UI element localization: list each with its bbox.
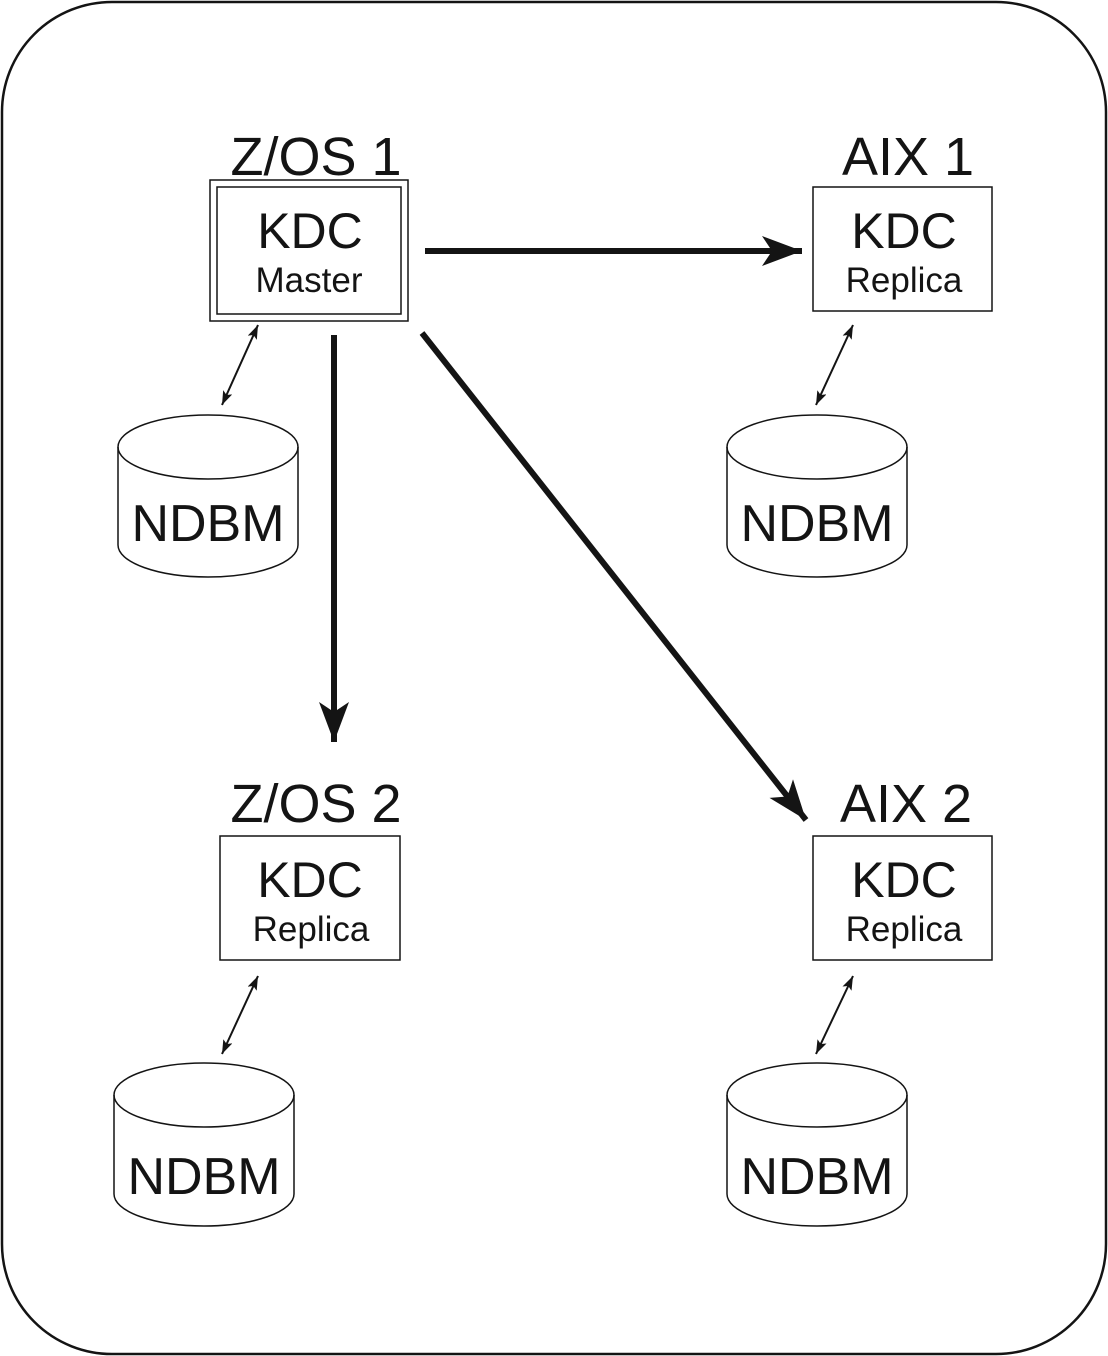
zos2-kdc-box: [219, 835, 401, 961]
zos2-role-label: Replica: [253, 910, 370, 949]
db-arrow-aix2: [815, 975, 854, 1055]
aix1-role-label: Replica: [846, 261, 963, 300]
aix2-db-label: NDBM: [740, 1148, 893, 1206]
zos1-kdc-box-inner: [216, 186, 402, 315]
aix1-kdc-box: [812, 186, 993, 312]
aix2-system-label: AIX 2: [840, 774, 972, 834]
zos2-kdc-label: KDC: [257, 852, 363, 908]
aix2-kdc-box: [812, 835, 993, 961]
zos1-kdc-label: KDC: [257, 203, 363, 259]
aix1-ndbm-cylinder-icon: NDBM: [726, 414, 908, 578]
aix2-role-label: Replica: [846, 910, 963, 949]
zos2-db-label: NDBM: [127, 1148, 280, 1206]
aix1-system-label: AIX 1: [842, 127, 974, 187]
db-arrow-aix1: [815, 324, 854, 406]
zos1-ndbm-cylinder-icon: NDBM: [117, 414, 299, 578]
zos2-system-label: Z/OS 2: [230, 774, 401, 834]
aix1-db-label: NDBM: [740, 495, 893, 553]
node-zos2: Z/OS 2 KDC Replica: [219, 774, 402, 961]
aix2-kdc-label: KDC: [851, 852, 957, 908]
aix1-kdc-label: KDC: [851, 203, 957, 259]
node-aix1: AIX 1 KDC Replica: [812, 127, 993, 312]
zos1-role-label: Master: [256, 261, 363, 300]
zos1-db-label: NDBM: [131, 495, 284, 553]
zos1-kdc-box-outer: [209, 179, 409, 322]
node-zos1: Z/OS 1 KDC Master: [209, 127, 409, 322]
arrow-zos1-to-aix2: [419, 331, 809, 822]
db-arrow-zos2: [221, 975, 259, 1055]
zos1-system-label: Z/OS 1: [230, 127, 401, 187]
db-arrow-zos1: [221, 324, 259, 406]
node-aix2: AIX 2 KDC Replica: [812, 774, 993, 961]
zos2-ndbm-cylinder-icon: NDBM: [113, 1062, 295, 1227]
aix2-ndbm-cylinder-icon: NDBM: [726, 1062, 908, 1227]
